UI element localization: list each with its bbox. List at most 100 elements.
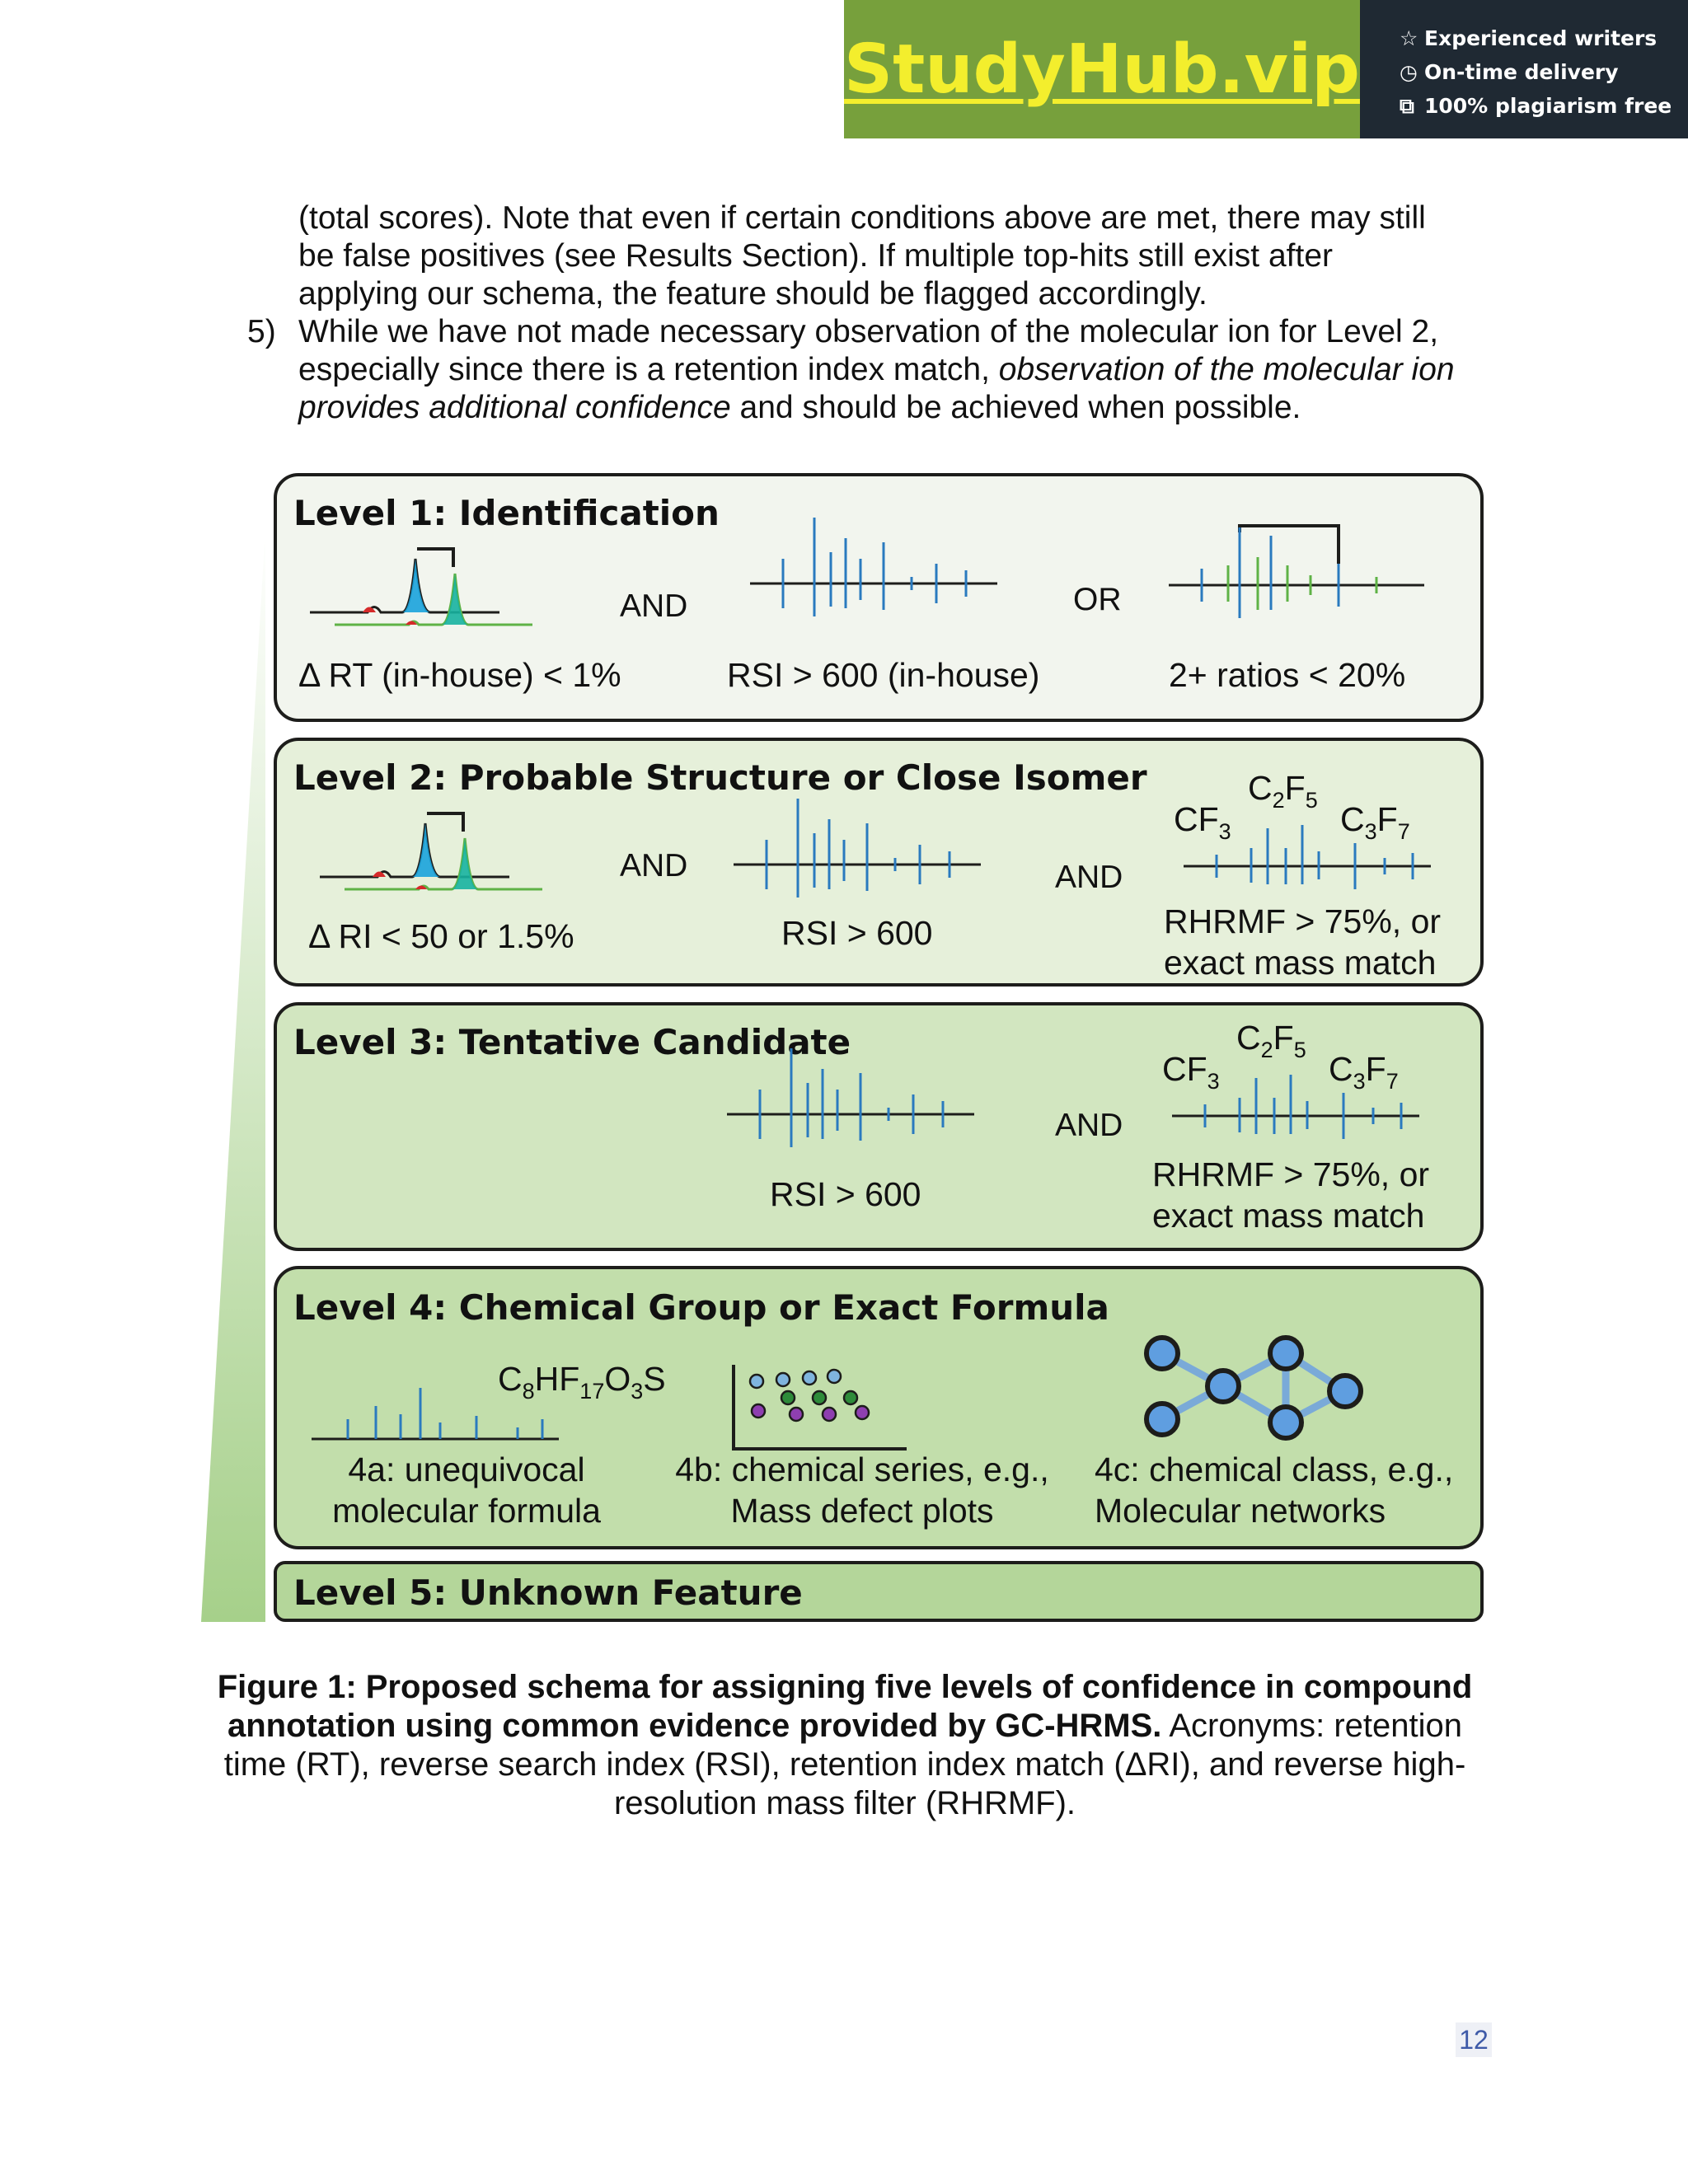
level-1-box: Level 1: Identification AND OR Δ RT (in-… [274, 473, 1484, 722]
label-4c-line2: Molecular networks [1095, 1492, 1386, 1530]
network-node [1144, 1335, 1180, 1371]
italic-span: provides additional confidence [298, 390, 731, 425]
data-point [811, 1390, 828, 1406]
criterion-rsi: RSI > 600 [781, 914, 933, 952]
level-3-box: Level 3: Tentative Candidate AND C2F5 CF… [274, 1002, 1484, 1251]
label-4c-line1: 4c: chemical class, e.g., [1095, 1451, 1454, 1488]
text-line: especially since there is a retention in… [298, 351, 1502, 389]
mass-spectrum [727, 1048, 974, 1147]
feature-list: ☆Experienced writers ◷On-time delivery ⧉… [1360, 0, 1688, 138]
fragment-label-c2f5: C2F5 [1248, 769, 1318, 813]
criterion-rhrmf: RHRMF > 75%, or [1164, 902, 1442, 940]
rt-bracket [427, 812, 465, 832]
and-operator: AND [620, 848, 688, 883]
star-icon: ☆ [1400, 26, 1418, 50]
feature-item: ☆Experienced writers [1400, 21, 1688, 55]
fragment-spectrum [1184, 825, 1431, 889]
fragment-label-cf3: CF3 [1174, 800, 1231, 844]
data-point [821, 1406, 837, 1422]
data-point [750, 1403, 767, 1419]
fragment-label-cf3: CF3 [1162, 1050, 1220, 1094]
data-point [826, 1368, 842, 1385]
caption-text: Acronyms: retention time (RT), reverse s… [223, 1708, 1466, 1821]
level-4-box: Level 4: Chemical Group or Exact Formula… [274, 1266, 1484, 1549]
level-3-title: Level 3: Tentative Candidate [293, 1022, 851, 1062]
and-operator: AND [1055, 860, 1123, 895]
list-number: 5) [247, 314, 276, 349]
and-operator: AND [620, 588, 688, 624]
promo-banner[interactable]: StudyHub.vip ☆Experienced writers ◷On-ti… [844, 0, 1688, 138]
text-line: (total scores). Note that even if certai… [298, 200, 1426, 236]
criterion-rt: Δ RT (in-house) < 1% [298, 656, 621, 694]
data-point [775, 1371, 791, 1388]
level-2-box: Level 2: Probable Structure or Close Iso… [274, 738, 1484, 987]
level-2-title: Level 2: Probable Structure or Close Iso… [293, 757, 1147, 798]
network-node [1144, 1401, 1180, 1437]
page-number: 12 [1456, 2022, 1492, 2057]
label-4a-line2: molecular formula [332, 1492, 601, 1530]
label-4a-line1: 4a: unequivocal [348, 1451, 585, 1488]
criterion-exact-mass: exact mass match [1152, 1197, 1425, 1235]
mass-defect-plot [732, 1365, 907, 1451]
level-5-title: Level 5: Unknown Feature [293, 1572, 803, 1613]
brand-logo[interactable]: StudyHub.vip [844, 30, 1360, 109]
feature-text: On-time delivery [1424, 60, 1619, 84]
minor-peak [373, 871, 386, 877]
criterion-rsi: RSI > 600 [770, 1175, 921, 1213]
paragraph-continued: (total scores). Note that even if certai… [298, 199, 1502, 313]
sample-trace [345, 837, 542, 891]
level-5-box: Level 5: Unknown Feature [274, 1561, 1484, 1622]
label-4b-line2: Mass defect plots [730, 1492, 994, 1530]
text-span: especially since there is a retention in… [298, 352, 999, 387]
data-point [854, 1404, 870, 1421]
level-1-title: Level 1: Identification [293, 493, 720, 533]
fragment-spectrum [1172, 1075, 1419, 1139]
minor-peak [406, 621, 417, 625]
molecular-formula: C8HF17O3S [498, 1360, 666, 1404]
reference-peak [402, 559, 430, 612]
criterion-ratios: 2+ ratios < 20% [1169, 656, 1406, 694]
fragment-label-c3f7: C3F7 [1329, 1050, 1399, 1094]
criterion-ri: Δ RI < 50 or 1.5% [308, 917, 574, 955]
copy-icon: ⧉ [1400, 94, 1414, 118]
text-span: and should be achieved when possible. [730, 390, 1301, 425]
label-4b-line1: 4b: chemical series, e.g., [675, 1451, 1049, 1488]
confidence-gradient-wedge [201, 527, 265, 1622]
reference-trace [310, 558, 499, 614]
criterion-exact-mass: exact mass match [1164, 944, 1437, 982]
network-node [1205, 1368, 1241, 1404]
reference-peak [412, 823, 440, 877]
sample-peak [452, 838, 478, 889]
network-node [1268, 1404, 1304, 1441]
data-point [788, 1406, 804, 1422]
sample-trace [335, 573, 532, 626]
reference-trace [320, 823, 509, 879]
formula-spectrum [312, 1388, 559, 1441]
sample-peak [442, 574, 468, 625]
fragment-label-c2f5: C2F5 [1236, 1019, 1306, 1062]
rt-bracket [417, 547, 455, 567]
feature-item: ⧉ 100% plagiarism free [1400, 89, 1688, 123]
text-line: be false positives (see Results Section)… [298, 238, 1334, 274]
text-line: provides additional confidence and shoul… [298, 389, 1502, 427]
network-node [1327, 1373, 1363, 1409]
brand-block[interactable]: StudyHub.vip [844, 0, 1360, 138]
or-operator: OR [1073, 582, 1122, 617]
italic-span: observation of the molecular ion [998, 352, 1455, 387]
minor-peak [415, 885, 427, 889]
network-node [1268, 1335, 1304, 1371]
data-point [748, 1373, 765, 1390]
caption-bold: Figure 1: Proposed schema for assigning … [217, 1669, 1473, 1744]
data-point [801, 1370, 818, 1386]
text-line: While we have not made necessary observa… [298, 314, 1439, 349]
feature-text: 100% plagiarism free [1424, 94, 1672, 118]
chromatogram-peaks [310, 547, 532, 626]
clock-icon: ◷ [1400, 60, 1418, 84]
figure-confidence-levels: Level 1: Identification AND OR Δ RT (in-… [201, 473, 1484, 1622]
text-line: applying our schema, the feature should … [298, 276, 1207, 312]
data-point [842, 1390, 859, 1406]
figure-caption: Figure 1: Proposed schema for assigning … [206, 1668, 1484, 1823]
ratio-spectrum [1169, 524, 1424, 618]
mass-spectrum [750, 518, 997, 616]
feature-item: ◷On-time delivery [1400, 55, 1688, 89]
